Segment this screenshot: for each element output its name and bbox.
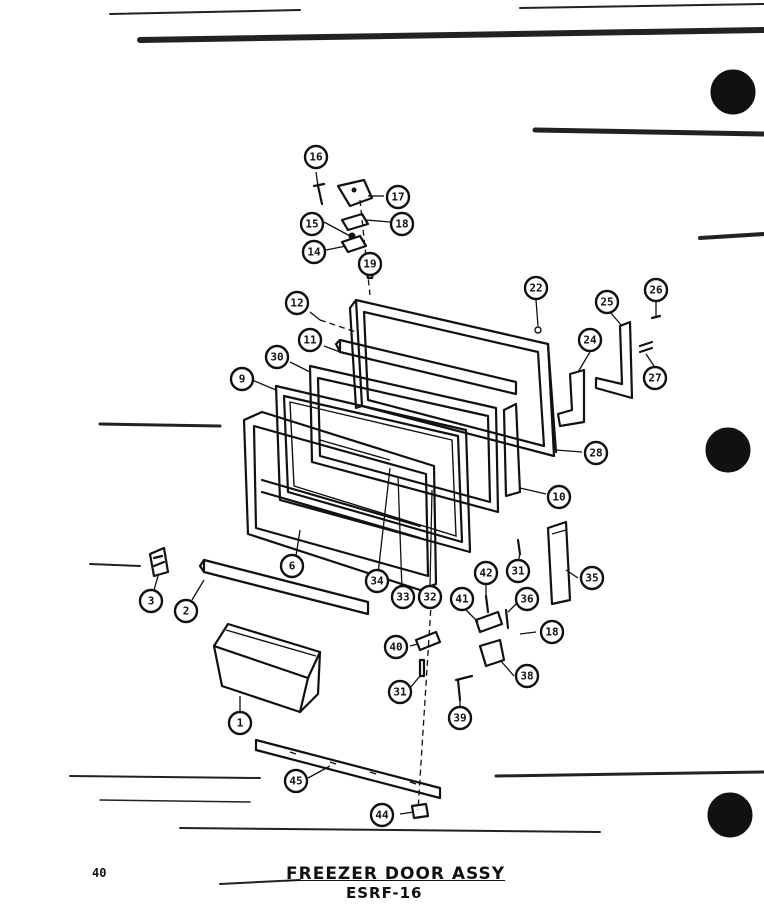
callout-31-lower: 31: [387, 679, 413, 705]
svg-text:40: 40: [389, 641, 402, 654]
right-bracket-parts: [534, 314, 662, 428]
svg-text:38: 38: [520, 670, 533, 683]
svg-text:25: 25: [600, 296, 613, 309]
svg-text:26: 26: [649, 284, 663, 297]
top-hinge-assembly: [312, 178, 376, 296]
bottom-trim-bar: [254, 738, 442, 800]
svg-text:19: 19: [363, 258, 376, 271]
callout-40: 40: [383, 634, 409, 660]
svg-text:3: 3: [148, 595, 155, 608]
callout-6: 6: [279, 553, 305, 579]
callout-31-upper: 31: [505, 558, 531, 584]
svg-text:17: 17: [391, 191, 404, 204]
callout-30: 30: [264, 344, 290, 370]
svg-text:31: 31: [393, 686, 407, 699]
callout-24: 24: [577, 327, 603, 353]
svg-text:28: 28: [589, 447, 602, 460]
svg-text:34: 34: [370, 575, 384, 588]
door-outer-frame: [348, 298, 558, 458]
svg-text:18: 18: [395, 218, 408, 231]
svg-text:35: 35: [585, 572, 598, 585]
side-breaker-strip: [502, 402, 522, 498]
callout-15: 15: [299, 211, 325, 237]
callout-12: 12: [284, 290, 310, 316]
svg-text:2: 2: [183, 605, 190, 618]
callout-32: 32: [417, 584, 443, 610]
door-inner-panel: [308, 364, 500, 514]
svg-text:27: 27: [648, 372, 661, 385]
svg-text:30: 30: [270, 351, 283, 364]
bottom-hinge-assembly: [410, 520, 572, 820]
svg-text:18: 18: [545, 626, 558, 639]
callout-35: 35: [579, 565, 605, 591]
callout-33: 33: [390, 584, 416, 610]
leader-lines: [153, 171, 657, 815]
callout-18-top: 18: [389, 211, 415, 237]
svg-text:33: 33: [396, 591, 409, 604]
svg-text:10: 10: [552, 491, 565, 504]
svg-text:16: 16: [309, 151, 323, 164]
svg-text:12: 12: [290, 297, 303, 310]
door-gasket: [274, 384, 472, 554]
callout-39: 39: [447, 705, 473, 731]
page-number: 40: [92, 866, 107, 880]
svg-text:42: 42: [479, 567, 492, 580]
svg-text:6: 6: [289, 560, 296, 573]
svg-text:1: 1: [237, 717, 244, 730]
freezer-bin: [212, 622, 322, 714]
callout-26: 26: [643, 277, 669, 303]
callout-17: 17: [385, 184, 411, 210]
callout-36: 36: [514, 586, 540, 612]
svg-text:9: 9: [239, 373, 246, 386]
diagram-model: ESRF-16: [346, 884, 423, 902]
callout-14: 14: [301, 239, 327, 265]
scan-artifacts: [69, 3, 764, 885]
svg-text:32: 32: [423, 591, 436, 604]
svg-text:36: 36: [520, 593, 534, 606]
hinge-cover-block: [148, 546, 170, 578]
svg-text:22: 22: [529, 282, 542, 295]
svg-text:11: 11: [303, 334, 317, 347]
svg-text:44: 44: [375, 809, 389, 822]
callout-18-lower: 18: [539, 619, 565, 645]
breaker-strip-top: [334, 338, 518, 396]
svg-text:39: 39: [453, 712, 466, 725]
callout-25: 25: [594, 289, 620, 315]
callout-3: 3: [138, 588, 164, 614]
svg-text:45: 45: [289, 775, 302, 788]
callout-19: 19: [357, 251, 383, 277]
callout-45: 45: [283, 768, 309, 794]
door-liner: [242, 410, 438, 592]
callout-10: 10: [546, 484, 572, 510]
diagram-title: FREEZER DOOR ASSY: [286, 864, 506, 884]
callout-42: 42: [473, 560, 499, 586]
callout-27: 27: [642, 365, 668, 391]
callout-9: 9: [229, 366, 255, 392]
svg-text:41: 41: [455, 593, 469, 606]
callout-11: 11: [297, 327, 323, 353]
callout-41: 41: [449, 586, 475, 612]
callout-38: 38: [514, 663, 540, 689]
svg-text:31: 31: [511, 565, 525, 578]
callout-22: 22: [523, 275, 549, 301]
callout-2: 2: [173, 598, 199, 624]
callout-28: 28: [583, 440, 609, 466]
callout-16: 16: [303, 144, 329, 170]
svg-text:15: 15: [305, 218, 318, 231]
callout-1: 1: [227, 710, 253, 736]
callout-44: 44: [369, 802, 395, 828]
callout-34: 34: [364, 568, 390, 594]
shelf-retainer-bar: [198, 558, 370, 616]
svg-text:14: 14: [307, 246, 321, 259]
svg-text:24: 24: [583, 334, 597, 347]
